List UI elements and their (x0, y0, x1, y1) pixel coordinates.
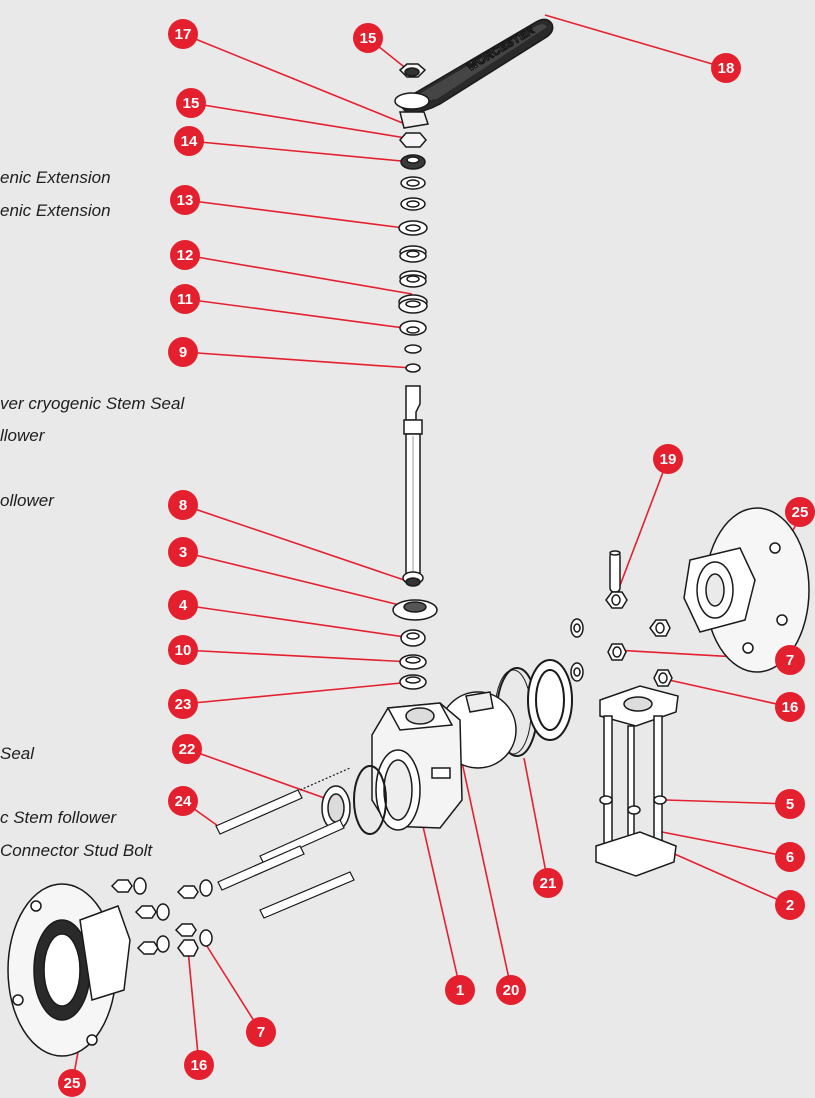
svg-text:18: 18 (718, 60, 735, 77)
callout-15-top: 15 (353, 23, 383, 53)
side-label-2: enic Extension (0, 201, 111, 220)
svg-text:7: 7 (257, 1024, 265, 1041)
svg-text:25: 25 (792, 504, 809, 521)
side-label-3: ver cryogenic Stem Seal (0, 394, 185, 413)
svg-text:13: 13 (177, 192, 194, 209)
nut-14 (400, 154, 426, 170)
svg-text:4: 4 (179, 597, 188, 614)
callout-3: 3 (168, 537, 198, 567)
svg-text:6: 6 (786, 849, 794, 866)
callout-10: 10 (168, 635, 198, 665)
svg-text:11: 11 (177, 291, 193, 308)
svg-text:15: 15 (183, 95, 200, 112)
right-nuts-washers (570, 591, 673, 687)
callout-9: 9 (168, 337, 198, 367)
pin-part (609, 550, 621, 593)
callout-1: 1 (445, 975, 475, 1005)
stop-plate (399, 111, 429, 129)
svg-text:16: 16 (782, 699, 799, 716)
svg-text:25: 25 (64, 1075, 81, 1092)
svg-text:9: 9 (179, 344, 187, 361)
callout-2: 2 (775, 890, 805, 920)
callout-23: 23 (168, 689, 198, 719)
callout-badges: 17 15 18 15 14 13 12 11 9 19 25 8 3 4 10… (58, 19, 815, 1097)
svg-text:20: 20 (503, 982, 520, 999)
stem-seals (392, 599, 438, 690)
valve-body (371, 702, 463, 831)
callout-6: 6 (775, 842, 805, 872)
svg-text:8: 8 (179, 497, 187, 514)
leader-lines (71, 14, 804, 1086)
right-end-flange (683, 507, 810, 673)
svg-text:17: 17 (175, 26, 192, 43)
svg-text:1: 1 (456, 982, 464, 999)
svg-text:2: 2 (786, 897, 794, 914)
callout-19: 19 (653, 444, 683, 474)
svg-text:3: 3 (179, 544, 187, 561)
callout-15-second: 15 (176, 88, 206, 118)
callout-20: 20 (496, 975, 526, 1005)
callout-17: 17 (168, 19, 198, 49)
callout-22: 22 (172, 734, 202, 764)
callout-13: 13 (170, 185, 200, 215)
svg-text:12: 12 (177, 247, 194, 264)
side-label-5: ollower (0, 491, 54, 510)
left-nuts-washers (110, 877, 213, 957)
callout-21: 21 (533, 868, 563, 898)
side-label-8: Connector Stud Bolt (0, 841, 153, 860)
extension-bracket (595, 685, 679, 877)
callout-11: 11 (170, 284, 200, 314)
washer-stack (398, 176, 428, 373)
svg-text:24: 24 (175, 793, 192, 810)
body-seal-rings (321, 765, 387, 835)
svg-text:23: 23 (175, 696, 192, 713)
nut-15-second (399, 132, 427, 148)
side-label-4: llower (0, 426, 45, 445)
left-end-flange (7, 883, 131, 1057)
stem-part (402, 385, 424, 587)
nut-15-top (398, 63, 427, 78)
callout-7-right: 7 (775, 645, 805, 675)
svg-text:5: 5 (786, 796, 794, 813)
callout-12: 12 (170, 240, 200, 270)
svg-text:10: 10 (175, 642, 192, 659)
svg-text:15: 15 (360, 30, 377, 47)
side-label-6: Seal (0, 744, 35, 763)
svg-text:21: 21 (540, 875, 557, 892)
svg-text:16: 16 (191, 1057, 208, 1074)
callout-25-right: 25 (785, 497, 815, 527)
callout-18: 18 (711, 53, 741, 83)
svg-text:19: 19 (660, 451, 677, 468)
callout-5: 5 (775, 789, 805, 819)
callout-24: 24 (168, 786, 198, 816)
callout-4: 4 (168, 590, 198, 620)
callout-8: 8 (168, 490, 198, 520)
svg-text:14: 14 (181, 133, 198, 150)
callout-7-left: 7 (246, 1017, 276, 1047)
svg-text:7: 7 (786, 652, 794, 669)
callout-16-left: 16 (184, 1050, 214, 1080)
callout-14: 14 (174, 126, 204, 156)
callout-25-left: 25 (58, 1069, 86, 1097)
callout-16-right: 16 (775, 692, 805, 722)
valve-parts: WORCESTER (7, 18, 810, 1057)
svg-text:22: 22 (179, 741, 196, 758)
side-label-1: enic Extension (0, 168, 111, 187)
side-label-7: c Stem follower (0, 808, 117, 827)
stud-bolts (215, 767, 355, 919)
